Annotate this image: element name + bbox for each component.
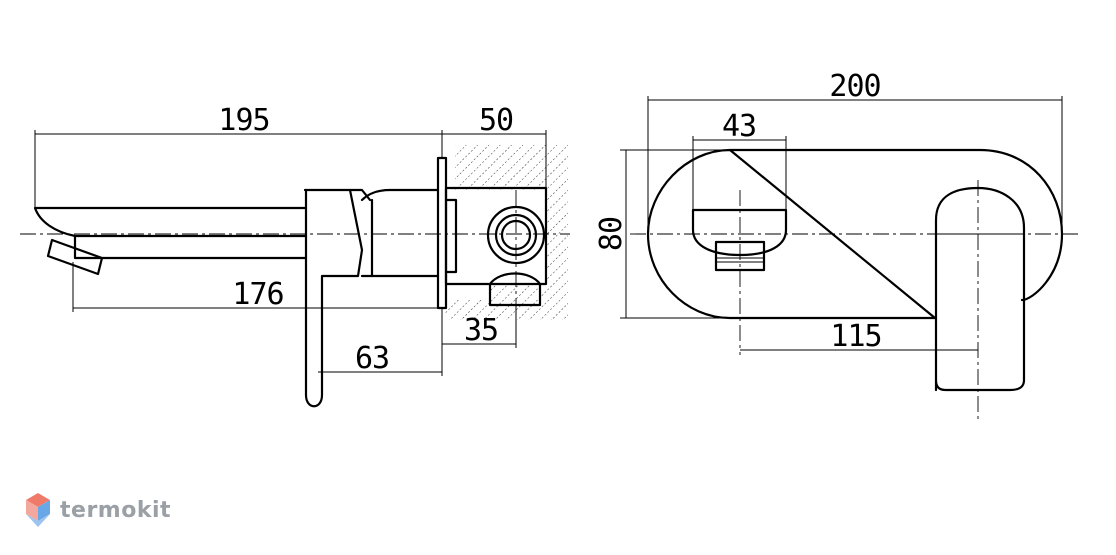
dim-center-distance: 115 [740,319,978,354]
dim-spout-length: 195 [34,103,443,208]
brand-logo: termokit [24,490,171,530]
dim-label-63: 63 [355,341,389,376]
dim-body-depth: 50 [442,103,547,188]
wall-hatching [445,145,568,320]
front-view: 200 43 80 115 [594,69,1080,420]
side-view: 195 50 176 35 63 [20,103,570,408]
dim-outlet-projection: 176 [72,262,442,312]
dim-label-50: 50 [479,103,513,138]
dim-label-195: 195 [218,103,269,138]
dim-label-176: 176 [232,277,283,312]
dim-label-115: 115 [830,319,881,354]
front-handle [934,186,1026,392]
dim-label-35: 35 [464,313,498,348]
spout [33,206,307,276]
dim-mount-offset: 35 [441,305,517,348]
outlet [691,208,788,272]
dim-plate-width: 200 [647,69,1063,234]
dim-handle-offset: 63 [318,341,443,376]
dim-label-43: 43 [722,109,756,144]
dim-label-80: 80 [594,217,629,251]
brand-name: termokit [60,497,172,523]
dim-outlet-distance: 43 [692,109,787,210]
dim-label-200: 200 [829,69,880,104]
dim-plate-height: 80 [594,149,730,319]
hexagon-logo-icon [26,493,50,527]
